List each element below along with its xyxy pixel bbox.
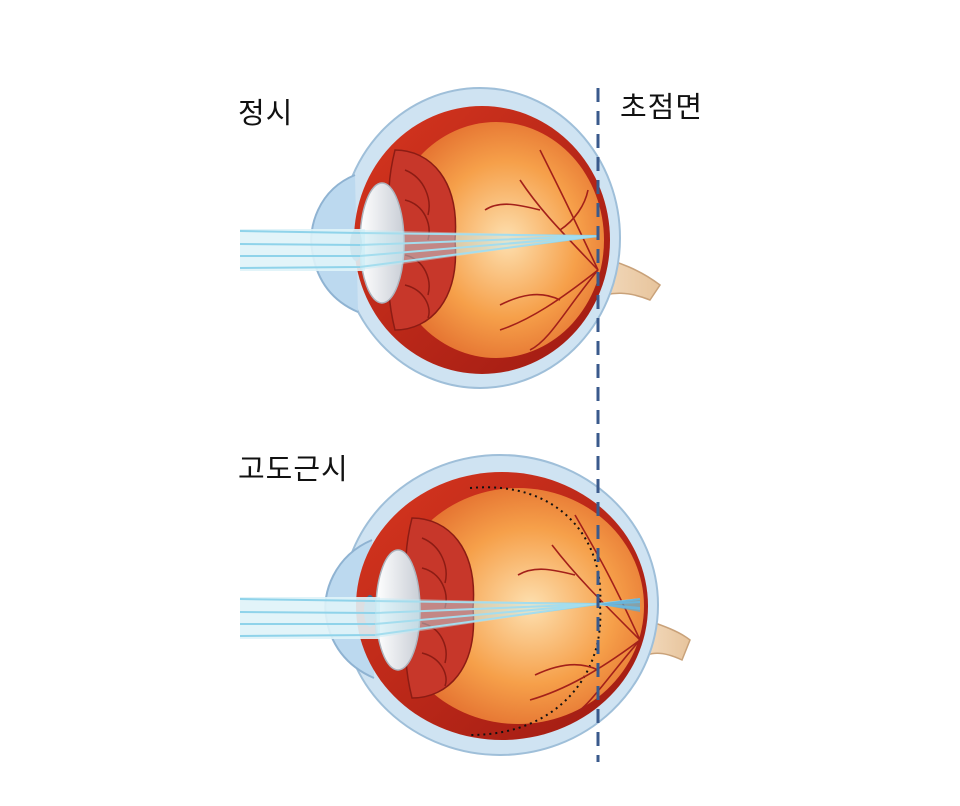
label-high-myopia: 고도근시	[238, 452, 349, 486]
label-focal-plane: 초점면	[620, 90, 704, 124]
normal-eye	[239, 87, 662, 389]
light-rays	[239, 597, 641, 639]
label-emmetropia: 정시	[238, 96, 294, 130]
myopic-eye	[239, 454, 691, 756]
retinal-vessels	[517, 514, 641, 721]
incoming-beam	[240, 229, 365, 271]
light-rays	[239, 229, 599, 271]
incoming-beam	[240, 597, 380, 639]
retinal-vessels	[484, 149, 599, 351]
normal-retina-outline	[469, 486, 602, 736]
